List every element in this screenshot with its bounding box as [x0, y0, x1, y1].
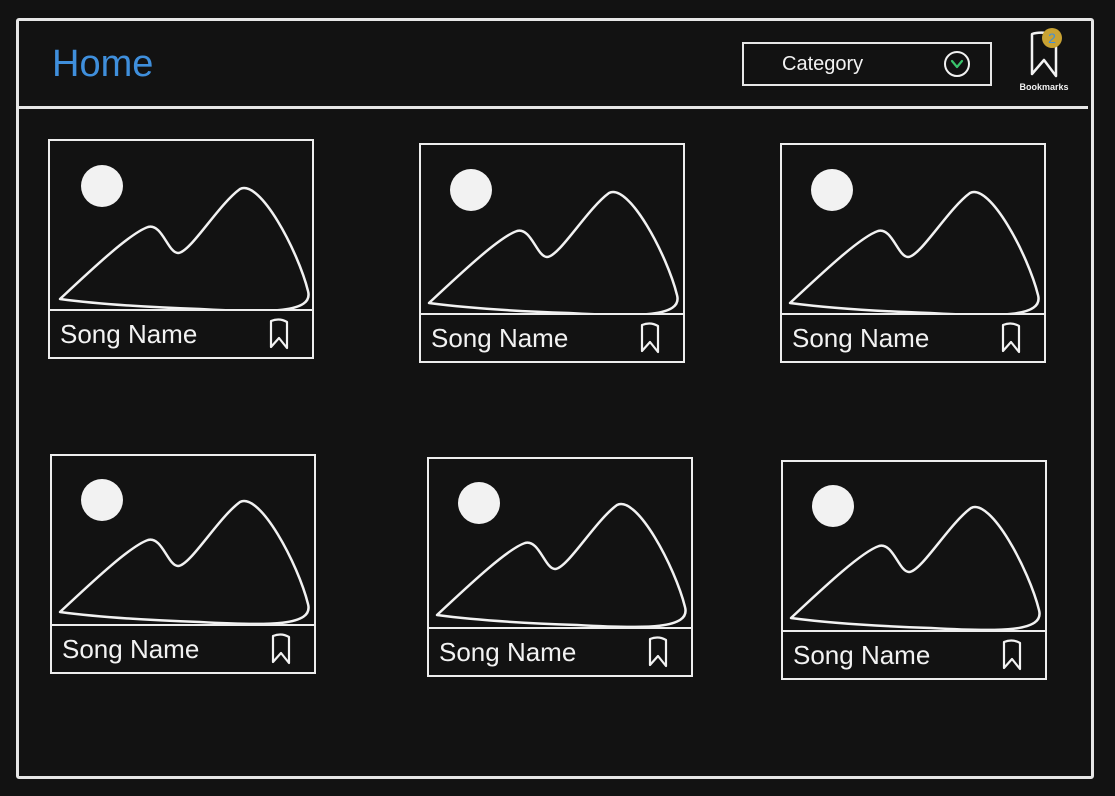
- song-card[interactable]: Song Name: [781, 460, 1047, 680]
- bookmarks-count-badge: 2: [1042, 28, 1062, 48]
- song-name: Song Name: [792, 322, 930, 353]
- song-card[interactable]: Song Name: [780, 143, 1046, 363]
- image-placeholder-icon: [419, 143, 685, 317]
- header-bar: Home Category 2 Bookmarks: [16, 18, 1088, 109]
- song-caption: Song Name: [48, 309, 314, 359]
- bookmarks-label: Bookmarks: [1019, 82, 1069, 92]
- song-name: Song Name: [431, 322, 569, 353]
- song-card[interactable]: Song Name: [419, 143, 685, 363]
- page-title: Home: [52, 43, 154, 85]
- image-placeholder-icon: [427, 457, 693, 629]
- category-dropdown-label: Category: [782, 52, 864, 75]
- bookmark-icon[interactable]: [268, 318, 290, 350]
- song-card[interactable]: Song Name: [50, 454, 316, 674]
- bookmark-icon[interactable]: [639, 322, 661, 354]
- bookmark-icon[interactable]: [1001, 639, 1023, 671]
- bookmark-icon[interactable]: [1000, 322, 1022, 354]
- image-placeholder-icon: [50, 454, 316, 626]
- song-caption: Song Name: [780, 313, 1046, 363]
- song-name: Song Name: [62, 633, 200, 664]
- category-dropdown[interactable]: Category: [742, 42, 992, 86]
- bookmarks-button[interactable]: 2 Bookmarks: [1010, 24, 1078, 96]
- song-caption: Song Name: [781, 630, 1047, 680]
- app-frame: [16, 18, 1094, 779]
- bookmark-icon[interactable]: [270, 633, 292, 665]
- song-name: Song Name: [439, 636, 577, 667]
- image-placeholder-icon: [780, 143, 1046, 317]
- song-name: Song Name: [60, 318, 198, 349]
- song-card[interactable]: Song Name: [427, 457, 693, 677]
- song-caption: Song Name: [419, 313, 685, 363]
- chevron-down-icon: [944, 51, 970, 77]
- song-caption: Song Name: [427, 627, 693, 677]
- image-placeholder-icon: [48, 139, 314, 313]
- song-caption: Song Name: [50, 624, 316, 674]
- image-placeholder-icon: [781, 460, 1047, 632]
- song-name: Song Name: [793, 639, 931, 670]
- song-card[interactable]: Song Name: [48, 139, 314, 359]
- bookmark-icon[interactable]: [647, 636, 669, 668]
